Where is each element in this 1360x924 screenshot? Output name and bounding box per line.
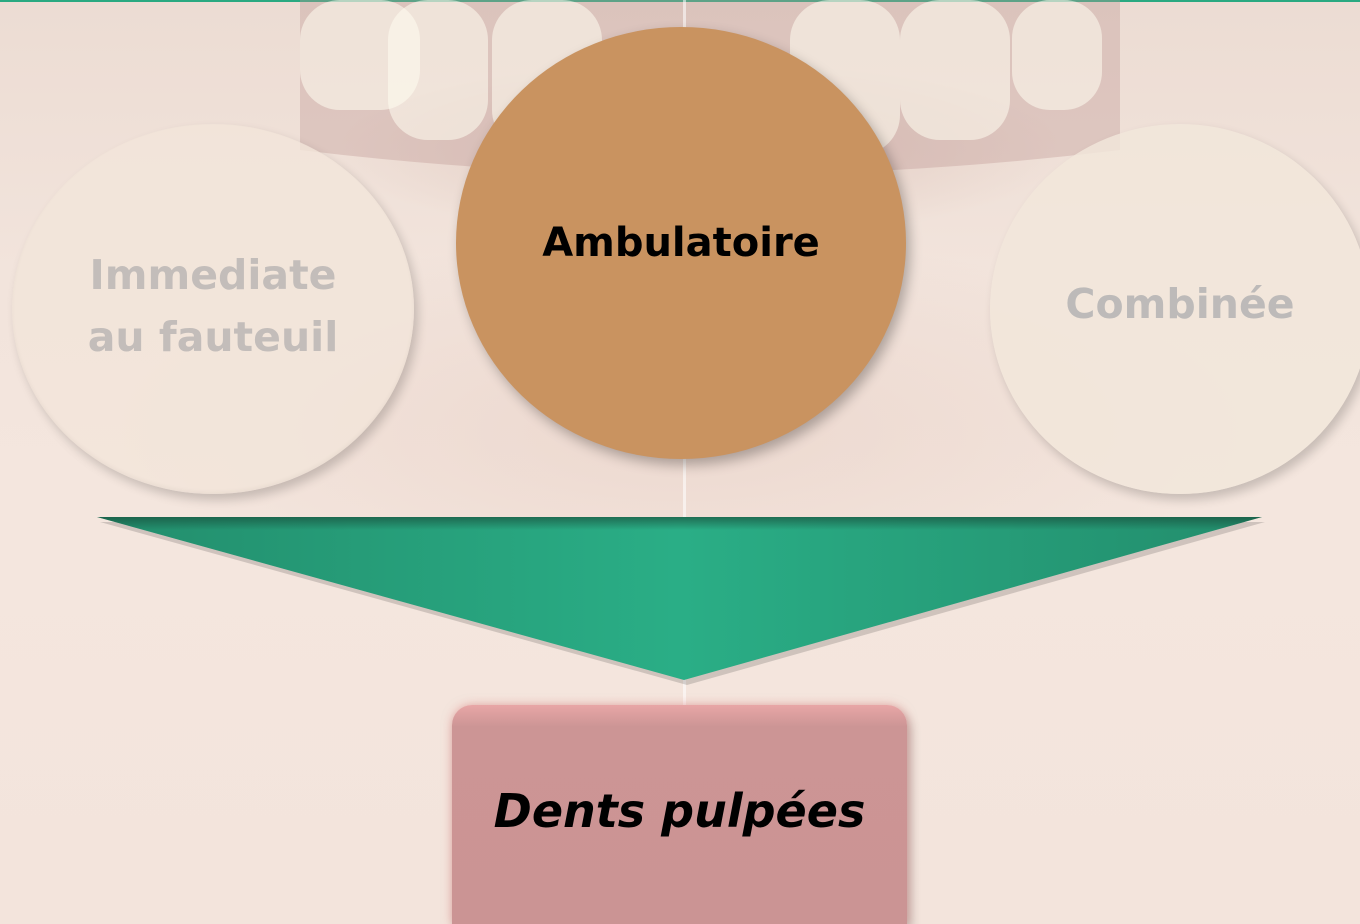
result-label: Dents pulpées xyxy=(494,784,866,838)
option-immediate-label: Immediate au fauteuil xyxy=(88,244,339,368)
option-combinee-circle: Combinée xyxy=(990,124,1360,494)
result-box: Dents pulpées xyxy=(452,705,907,924)
option-immediate-line1: Immediate xyxy=(88,244,339,306)
option-ambulatoire-circle: Ambulatoire xyxy=(456,27,906,459)
option-combinee-label: Combinée xyxy=(1065,280,1294,328)
option-immediate-line2: au fauteuil xyxy=(88,306,339,368)
option-ambulatoire-label: Ambulatoire xyxy=(542,220,820,266)
option-immediate-circle: Immediate au fauteuil xyxy=(12,124,414,494)
